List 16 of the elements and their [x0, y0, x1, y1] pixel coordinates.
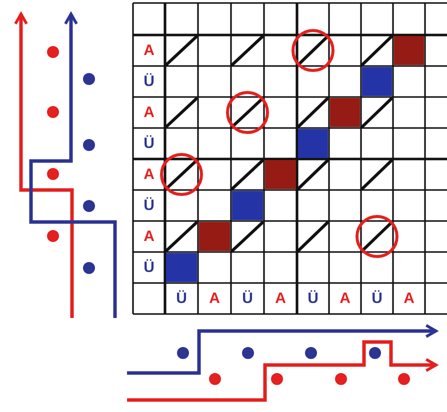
- column-label: Ü: [306, 289, 320, 309]
- row-label: A: [142, 165, 156, 185]
- row-label: A: [142, 227, 156, 247]
- column-label: A: [274, 289, 287, 309]
- row-label: A: [142, 103, 156, 123]
- column-label: A: [208, 289, 221, 309]
- column-label: A: [402, 289, 416, 309]
- row-label: Ü: [142, 72, 156, 92]
- column-label: Ü: [370, 289, 384, 309]
- row-label: A: [142, 41, 156, 61]
- row-label: Ü: [142, 258, 156, 278]
- column-label: Ü: [241, 289, 254, 309]
- row-label: Ü: [142, 196, 156, 216]
- column-label: A: [338, 289, 352, 309]
- column-label: Ü: [175, 289, 188, 309]
- row-label: Ü: [142, 134, 156, 154]
